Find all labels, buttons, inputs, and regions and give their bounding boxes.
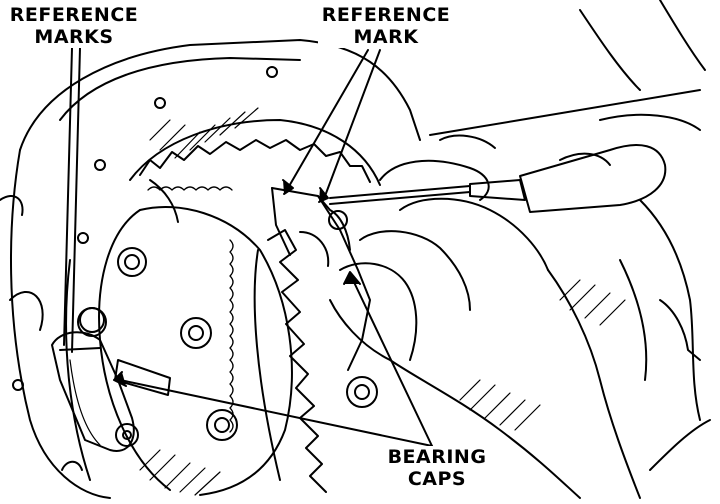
ring-gear-teeth-detail: [147, 186, 234, 433]
technician-arm: [429, 0, 711, 471]
flange-bolts: [79, 247, 378, 441]
reference-marks-callout: REFERENCE MARKS: [2, 4, 146, 48]
housing-hatching: [139, 107, 626, 496]
bearing-caps-line1: BEARING: [387, 446, 487, 468]
leader-lines: [63, 47, 433, 447]
ring-gear: [129, 119, 381, 493]
differential-housing: [0, 39, 421, 499]
bearing-caps-callout: BEARING CAPS: [380, 446, 494, 490]
bearing-caps-leaders: [113, 271, 433, 447]
left-bearing-cap: [51, 307, 139, 471]
reference-mark-line2: MARK: [353, 26, 419, 48]
reference-marks-leaders: [63, 47, 81, 353]
reference-mark-line1: REFERENCE: [321, 4, 451, 26]
reference-marks-line1: REFERENCE: [9, 4, 139, 26]
reference-mark-leaders: [282, 49, 381, 203]
reference-mark-callout: REFERENCE MARK: [318, 4, 454, 48]
bearing-caps-line2: CAPS: [407, 468, 467, 490]
pry-tool: [329, 144, 667, 213]
reference-marks-line2: MARKS: [34, 26, 114, 48]
technician-hand: [329, 134, 641, 499]
